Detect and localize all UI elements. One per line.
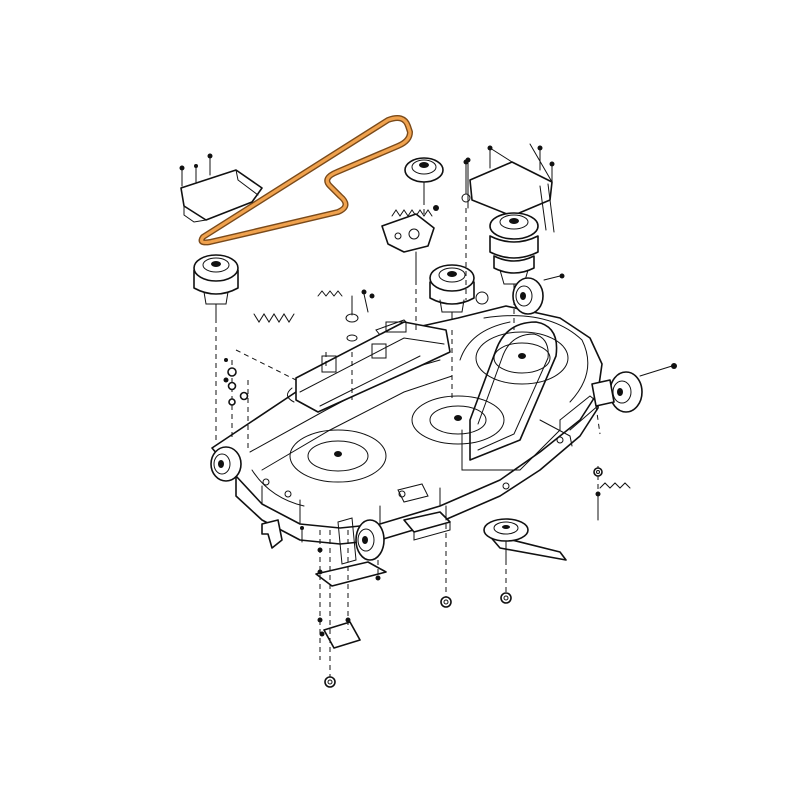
fastener [433,159,471,211]
right-belt-guard [465,143,555,233]
drive-belt[interactable] [198,115,413,246]
hardware-nuts [223,358,603,688]
bolt [223,358,601,637]
guard-bolt [179,153,213,187]
left-spindle-pulley [193,254,239,319]
gauge-wheel-front-left [210,446,242,482]
idler-spring [391,209,433,217]
l-bracket [261,519,283,549]
lower-arm-bracket [315,561,387,649]
gauge-wheel-right [591,363,677,413]
right-spindle-pulley [489,212,565,301]
assembly-guide-lines [215,200,601,680]
left-belt-guard [179,153,263,223]
bottom-right-pulley [483,518,567,561]
drive-belt-body [199,116,412,245]
hex-nut [324,676,336,688]
center-spindle-pulley [429,264,475,331]
deck-channel [287,321,451,413]
deck-lift-rod [461,321,573,471]
deck-housing [211,305,603,545]
hex-nut [227,367,249,406]
hex-nut [500,592,512,604]
gauge-wheel-top-right [512,277,544,315]
guard-bolt [465,145,555,209]
hex-nut [593,467,603,477]
hex-nut [440,596,452,608]
tension-spring [253,290,631,489]
front-baffle [403,511,451,541]
idler-bracket [381,213,435,281]
gauge-wheel-bottom [337,517,385,565]
top-idler-pulley [404,157,444,201]
